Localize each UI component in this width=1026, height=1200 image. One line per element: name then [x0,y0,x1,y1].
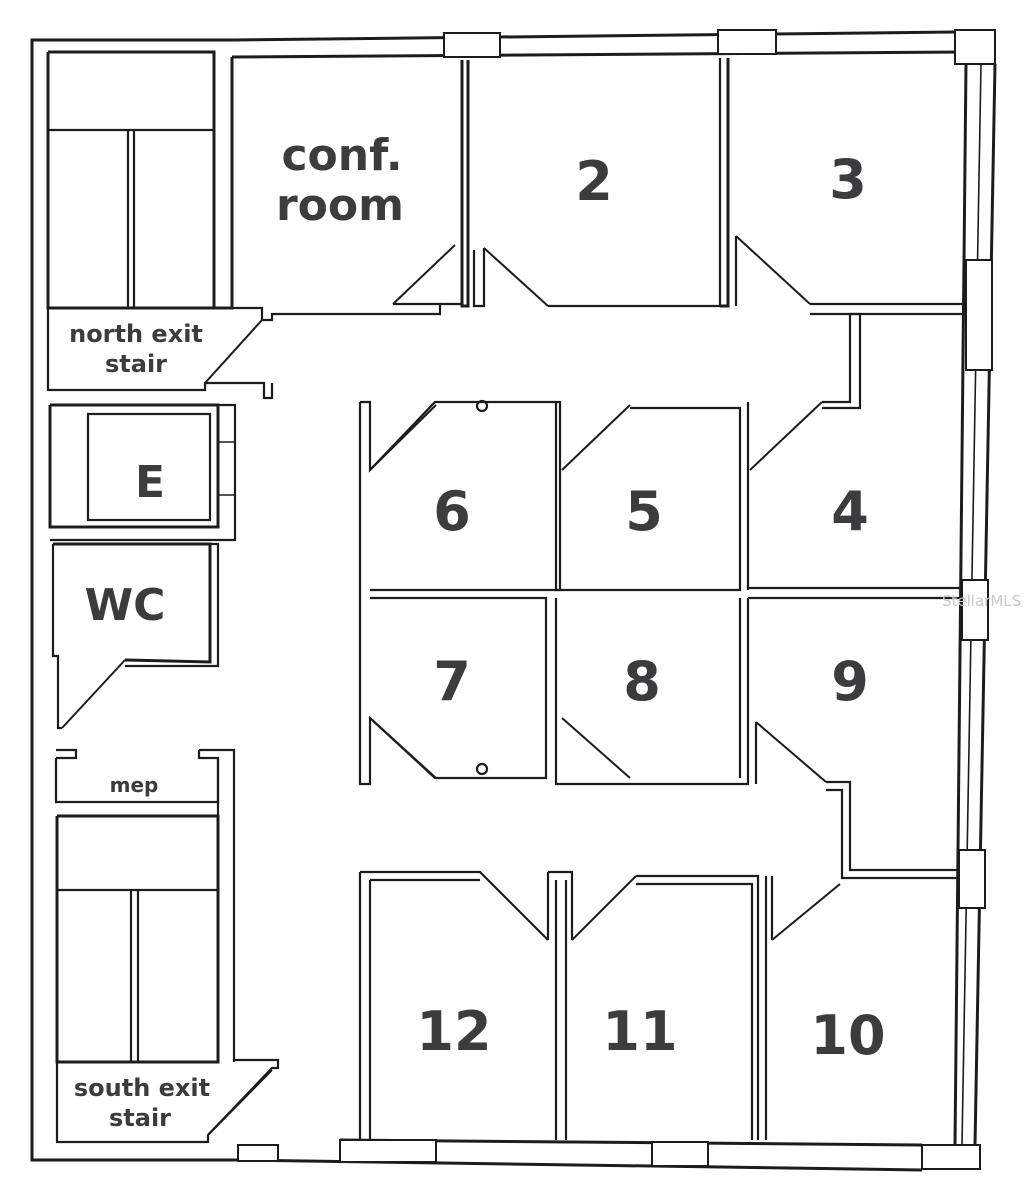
office-6-label: 6 [433,480,471,543]
elevator-shaft [48,403,237,542]
north-exit-stair-area [46,50,442,400]
conf-room-label-line1: conf. [281,130,402,181]
office-8-label: 8 [623,650,661,713]
office-9-label: 9 [831,650,869,713]
east-window-2 [961,579,989,641]
east-window-1 [965,259,993,371]
conf-room-label-line2: room [276,180,404,231]
ne-corner-column [954,29,996,65]
north-stair-label-line2: stair [105,350,167,378]
office-10-label: 10 [810,1004,885,1067]
office-11-label: 11 [602,1000,677,1063]
core-labels: north exit stair E WC mep south exit sta… [69,320,210,1132]
south-offices [358,870,841,1140]
east-window-3 [958,849,986,909]
north-window-2 [717,29,777,55]
exterior-walls [30,29,997,1172]
south-exit-stair-area [55,814,280,1144]
south-window-2 [651,1141,709,1167]
office-4-label: 4 [831,480,869,543]
south-window-1 [339,1139,437,1163]
restroom-area [51,542,220,730]
office-2-label: 2 [575,150,613,213]
office-7-label: 7 [433,650,471,713]
south-window-3 [237,1144,279,1162]
south-stair-label-line2: stair [109,1104,171,1132]
central-offices [358,312,960,880]
office-12-label: 12 [416,1000,491,1063]
mep-label: mep [110,773,159,797]
room-labels: conf. room 2 3 6 5 4 7 8 9 12 11 10 [276,130,886,1067]
office-5-label: 5 [625,480,663,543]
south-stair-label-line1: south exit [74,1074,210,1102]
north-stair-label-line1: north exit [69,320,203,348]
se-corner-column [921,1144,981,1170]
north-offices [392,58,966,316]
office-3-label: 3 [829,148,867,211]
restroom-label: WC [85,580,166,631]
north-window-1 [443,32,501,58]
elevator-label: E [135,457,165,508]
watermark: StellarMLS [942,592,1021,610]
